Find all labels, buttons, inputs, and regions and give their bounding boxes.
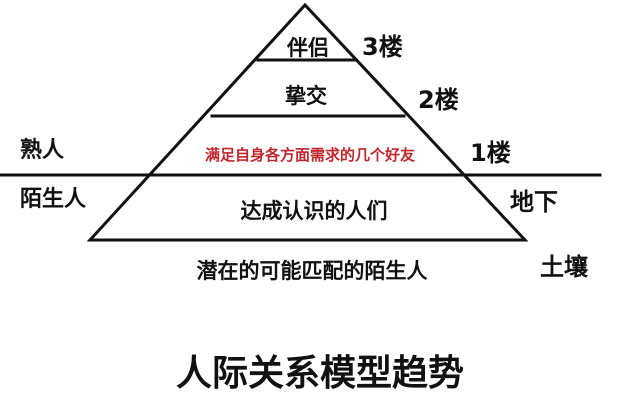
tier-label-potential-strangers: 潜在的可能匹配的陌生人 (196, 259, 428, 283)
floor-label-1: 1楼 (470, 139, 511, 167)
tier-label-close-friend: 挚交 (285, 84, 327, 108)
pyramid-outline (86, 2, 529, 242)
floor-label-2: 2楼 (418, 86, 459, 114)
side-label-acquaintance: 熟人 (20, 138, 65, 163)
tier-label-partner: 伴侣 (287, 36, 329, 60)
floor-label-3: 3楼 (362, 33, 403, 61)
side-label-stranger: 陌生人 (20, 187, 87, 212)
tier-label-good-friends: 满足自身各方面需求的几个好友 (204, 146, 416, 164)
diagram-title: 人际关系模型趋势 (175, 353, 465, 394)
tier-label-acquaintances: 达成认识的人们 (240, 199, 388, 223)
floor-label-basement: 地下 (510, 188, 558, 216)
floor-label-soil: 土壤 (540, 253, 588, 281)
